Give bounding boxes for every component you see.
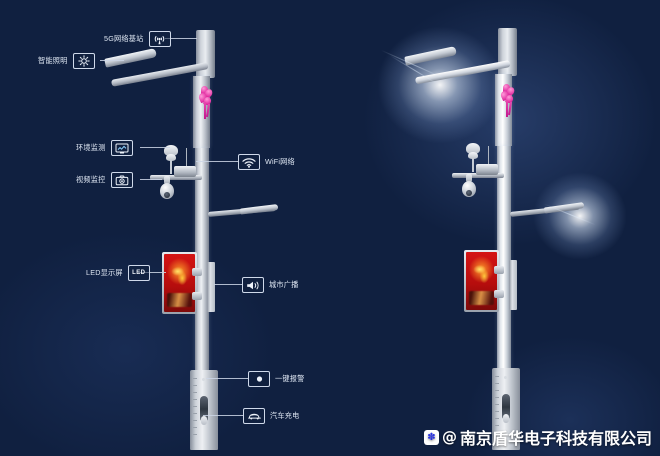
car-charge-icon	[243, 408, 265, 424]
callout-5g[interactable]: 5G网络基站	[104, 31, 171, 47]
callout-led-display[interactable]: LED显示屏 LED	[86, 265, 150, 281]
charging-cabinet-lit	[492, 368, 520, 450]
alarm-button-icon	[248, 371, 270, 387]
led-screen-mount-upper	[192, 268, 202, 276]
flower-banner-decoration-lit	[499, 84, 516, 118]
lower-lamp-glow	[520, 160, 640, 272]
led-display-screen	[162, 252, 197, 314]
ptz-camera-lit	[460, 174, 478, 202]
callout-wifi[interactable]: WiFi网络	[238, 154, 295, 170]
baidu-badge-icon: ✽	[423, 429, 439, 445]
led-screen-mount-lower	[192, 292, 202, 300]
leader-line-broadcast	[214, 284, 242, 285]
annotated-pole-scene: 5G网络基站 智能照明 环境监测	[38, 30, 305, 450]
callout-city-broadcast[interactable]: 城市广播	[242, 277, 299, 293]
leader-line-5g	[165, 38, 197, 39]
led-icon-text: LED	[132, 270, 146, 276]
street-lamp-head-lit	[404, 46, 457, 66]
cabinet-vent-slots	[193, 378, 197, 441]
led-screen-content	[164, 254, 195, 312]
leader-line-lighting	[100, 60, 124, 61]
led-display-screen-lit	[464, 250, 499, 312]
illuminated-pole-scene	[330, 0, 660, 456]
charging-port	[200, 396, 208, 422]
5g-antenna-box	[196, 30, 215, 78]
broadcast-module-bar	[207, 262, 215, 312]
main-mast-mid	[195, 148, 209, 370]
led-gold-calligraphy-lit	[470, 261, 493, 290]
sensor-cross-bracket-lit	[452, 173, 504, 178]
callout-lighting-label: 智能照明	[38, 56, 68, 66]
environment-sensor-lit	[464, 143, 482, 175]
wifi-ap-box	[174, 166, 196, 177]
speaker-icon	[242, 277, 264, 293]
callout-broadcast-label: 城市广播	[269, 280, 299, 290]
sun-icon	[72, 53, 95, 69]
callout-alarm-label: 一键报警	[275, 374, 305, 384]
lower-lamp-head-lit	[543, 202, 585, 214]
led-bottom-decoration-lit	[469, 291, 494, 306]
monitor-icon	[110, 140, 133, 156]
led-bottom-decoration	[167, 293, 192, 308]
watermark-at-sign: @	[441, 428, 457, 446]
callout-5g-label: 5G网络基站	[104, 34, 144, 44]
antenna-icon	[148, 31, 171, 47]
cabinet-vent-slots-lit	[495, 376, 499, 441]
wifi-ap-box-lit	[476, 164, 498, 175]
callout-video-surveillance[interactable]: 视频监控	[76, 172, 133, 188]
ptz-camera	[158, 176, 176, 204]
callout-led-label: LED显示屏	[86, 268, 123, 278]
callout-one-key-alarm[interactable]: 一键报警	[248, 371, 305, 387]
leader-line-led	[138, 272, 166, 273]
callout-charging-label: 汽车充电	[270, 411, 300, 421]
antenna-whip	[186, 148, 187, 170]
broadcast-module-bar-lit	[509, 260, 517, 310]
callout-cctv-label: 视频监控	[76, 175, 106, 185]
leader-line-charging	[203, 415, 243, 416]
charging-cabinet	[190, 370, 218, 450]
callout-environment[interactable]: 环境监测	[76, 140, 133, 156]
wifi-icon	[238, 154, 260, 170]
callout-wifi-label: WiFi网络	[265, 157, 295, 167]
leader-line-env	[140, 147, 170, 148]
watermark: ✽ @ 南京盾华电子科技有限公司	[423, 425, 652, 449]
environment-sensor	[162, 145, 180, 177]
led-icon: LED	[127, 265, 150, 281]
lower-lamp-head	[239, 204, 279, 215]
leader-line-alarm	[206, 378, 248, 379]
main-mast-mid-lit	[497, 146, 511, 370]
watermark-company-name: 南京盾华电子科技有限公司	[459, 429, 652, 448]
callout-car-charging[interactable]: 汽车充电	[243, 408, 300, 424]
callout-env-label: 环境监测	[76, 143, 106, 153]
antenna-whip-lit	[488, 146, 489, 168]
led-gold-calligraphy	[168, 263, 191, 292]
led-screen-content-lit	[466, 252, 497, 310]
led-screen-mount-lower-lit	[494, 290, 504, 298]
charging-plug	[201, 416, 207, 425]
leader-line-cctv	[140, 179, 162, 180]
flower-banner-decoration	[197, 86, 214, 120]
sensor-cross-bracket	[150, 175, 202, 180]
5g-antenna-box-lit	[498, 28, 517, 76]
led-screen-mount-upper-lit	[494, 266, 504, 274]
callout-smart-lighting[interactable]: 智能照明	[38, 53, 95, 69]
alarm-button-dot	[202, 378, 205, 381]
charging-plug-lit	[503, 414, 509, 423]
charging-port-lit	[502, 394, 510, 420]
leader-line-wifi	[196, 161, 238, 162]
street-lamp-head	[104, 48, 157, 68]
camera-icon	[110, 172, 133, 188]
alarm-button-dot-lit	[504, 376, 507, 379]
